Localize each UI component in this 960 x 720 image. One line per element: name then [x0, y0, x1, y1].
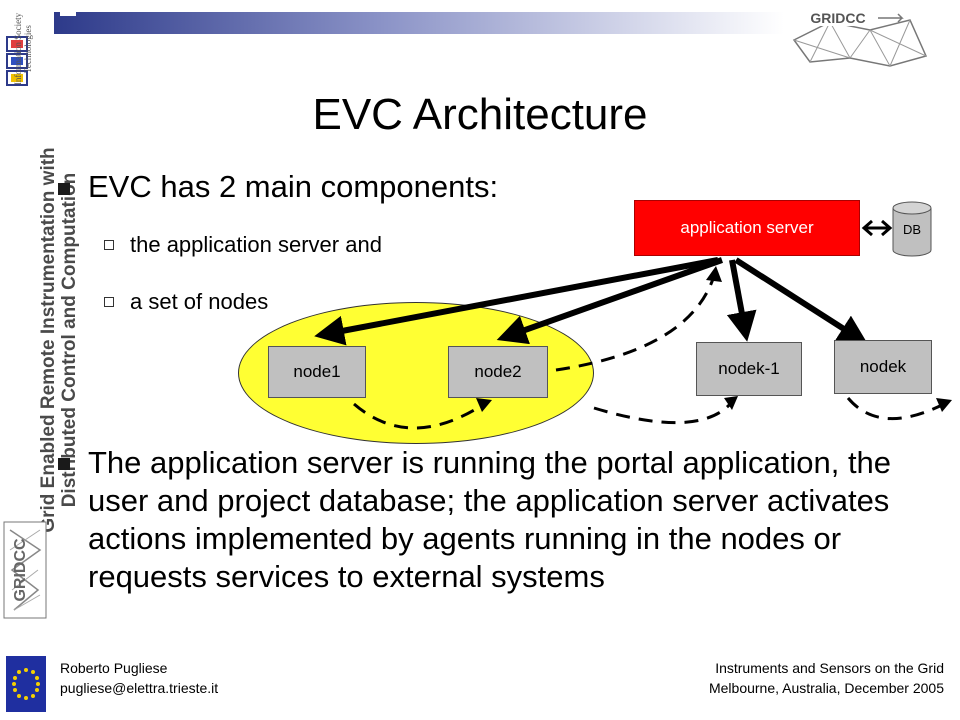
gridcc-top-logo: GRIDCC — [790, 0, 930, 70]
gridcc-top-text: GRIDCC — [810, 10, 865, 26]
sub-bullet-nodes: a set of nodes — [130, 289, 269, 314]
footer-event-name: Instruments and Sensors on the Grid — [715, 660, 944, 676]
bullet-square — [58, 458, 70, 470]
footer-author-name: Roberto Pugliese — [60, 660, 168, 676]
sub-bullet-icon — [104, 240, 114, 250]
footer-event-location: Melbourne, Australia, December 2005 — [708, 680, 944, 696]
application-server-box: application server — [634, 200, 860, 256]
node1-box: node1 — [268, 346, 366, 398]
footer-author: Roberto Pugliese pugliese@elettra.triest… — [60, 658, 218, 698]
eu-flag-icon — [6, 656, 46, 712]
gridcc-side-logo: GRIDCC — [2, 520, 48, 620]
bullet-app-server-description: The application server is running the po… — [88, 445, 892, 594]
bullet-square — [58, 183, 70, 195]
dashed-arrows — [353, 275, 945, 430]
gridcc-side-text: GRIDCC — [12, 538, 29, 602]
ist-logo-icon — [6, 36, 28, 86]
slide-title: EVC Architecture — [312, 90, 648, 139]
footer-author-email: pugliese@elettra.trieste.it — [60, 680, 219, 696]
sub-bullet-app-server: the application server and — [130, 232, 382, 257]
db-double-arrow — [861, 219, 893, 237]
nodek-1-box: nodek-1 — [696, 342, 802, 396]
sub-bullet-icon — [104, 297, 114, 307]
nodek-box: nodek — [834, 340, 932, 394]
bullet-main-components: EVC has 2 main components: — [88, 169, 499, 204]
db-cylinder: DB — [892, 201, 932, 257]
footer-event: Instruments and Sensors on the Grid Melb… — [640, 658, 944, 698]
header-gradient-bar — [54, 12, 784, 34]
dashed-arrowheads — [476, 266, 952, 412]
solid-arrows — [314, 257, 869, 346]
db-label: DB — [903, 222, 921, 237]
node2-box: node2 — [448, 346, 548, 398]
header-square — [60, 0, 76, 16]
